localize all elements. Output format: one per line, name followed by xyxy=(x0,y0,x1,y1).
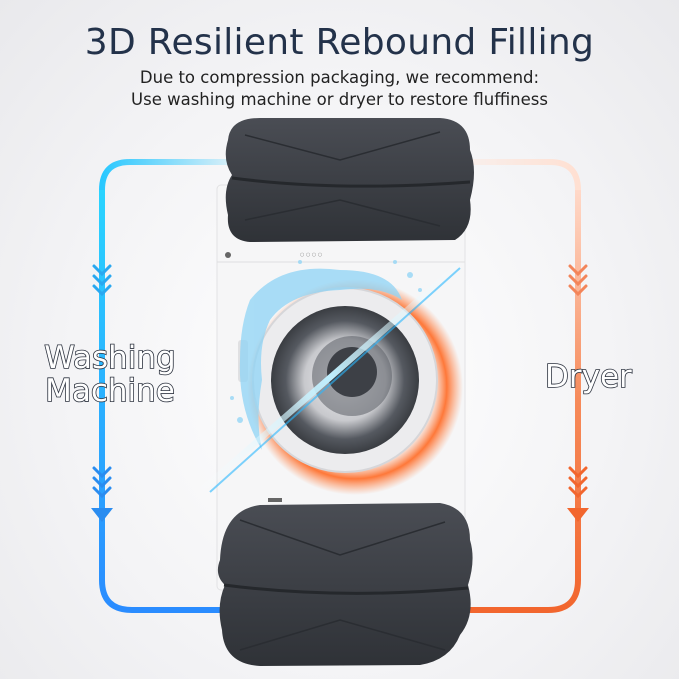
svg-text:○ ○ ○ ○: ○ ○ ○ ○ xyxy=(300,252,322,258)
chevron-down-icon xyxy=(568,264,588,297)
chevron-down-icon xyxy=(92,466,112,499)
subtitle-line-1: Due to compression packaging, we recomme… xyxy=(139,68,540,87)
chevron-down-icon xyxy=(568,466,588,499)
chevron-down-icon xyxy=(92,264,112,297)
arrow-down-icon xyxy=(567,508,589,522)
arrow-down-icon xyxy=(91,508,113,522)
page-title: 3D Resilient Rebound Filling xyxy=(84,22,595,63)
dryer-path xyxy=(460,159,589,613)
dryer-label: Dryer xyxy=(544,358,632,396)
washing-machine-label: Washing Machine xyxy=(43,340,176,409)
folded-blanket-bottom xyxy=(217,503,473,666)
water-splash xyxy=(230,260,422,450)
washing-machine: ○ ○ ○ ○ xyxy=(187,184,473,591)
folded-blanket-top xyxy=(225,118,474,242)
washing-path xyxy=(91,159,233,613)
subtitle-line-2: Use washing machine or dryer to restore … xyxy=(131,90,548,109)
